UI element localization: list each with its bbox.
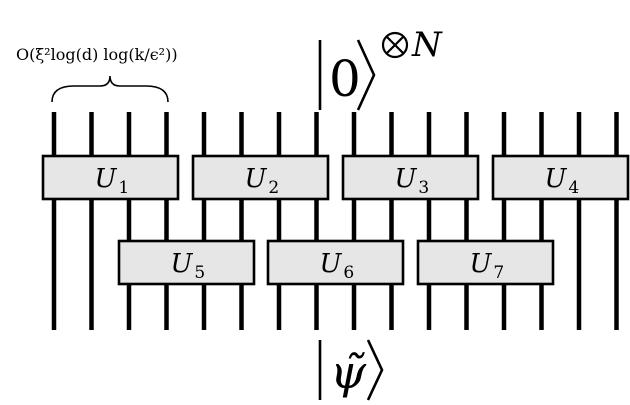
gate-box (416, 239, 555, 286)
complexity-annotation: O(ξ²log(d) log(k/ϵ²)) (16, 45, 178, 103)
top-ket-power: N (411, 25, 443, 65)
tensor-product-icon (381, 31, 409, 59)
top-state-ket: 0 N (318, 25, 443, 111)
qubit-wires (51, 112, 619, 330)
gate-box (41, 154, 180, 201)
gate-box (266, 239, 405, 286)
bottom-ket-value: ψ̃ (330, 345, 367, 399)
gate-box (191, 154, 330, 201)
bottom-state-ket: ψ̃ (318, 339, 384, 401)
gate-box (341, 154, 480, 201)
brace-icon (51, 75, 169, 103)
gate-box (117, 239, 256, 286)
gate-box (491, 154, 630, 201)
top-ket-value: 0 (329, 50, 361, 108)
complexity-label: O(ξ²log(d) log(k/ϵ²)) (16, 45, 178, 64)
